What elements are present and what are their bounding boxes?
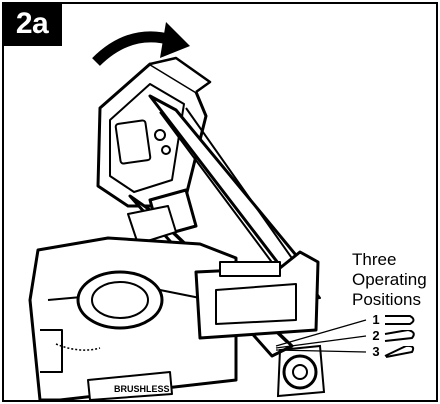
position-row: 1	[370, 312, 422, 328]
position-number: 2	[372, 328, 380, 343]
position-1-icon	[385, 315, 415, 325]
reel-crank	[276, 344, 326, 398]
position-2-icon	[384, 330, 415, 342]
position-3-icon	[384, 346, 415, 358]
position-row: 3	[370, 344, 422, 360]
position-number: 1	[372, 312, 380, 327]
brand-label: BRUSHLESS	[114, 384, 170, 394]
callout-line-1: Three	[352, 250, 397, 269]
rotate-arrow-icon	[92, 22, 190, 66]
callout-line-2: Operating	[352, 270, 427, 289]
position-row: 2	[370, 328, 422, 344]
operating-positions-callout: Three Operating Positions	[352, 250, 436, 310]
callout-leader-lines	[275, 319, 367, 353]
step-badge: 2a	[2, 2, 62, 46]
position-list: 1 2 3	[370, 312, 422, 360]
tool-housing	[28, 236, 320, 402]
position-number: 3	[372, 344, 380, 359]
callout-line-3: Positions	[352, 290, 421, 309]
